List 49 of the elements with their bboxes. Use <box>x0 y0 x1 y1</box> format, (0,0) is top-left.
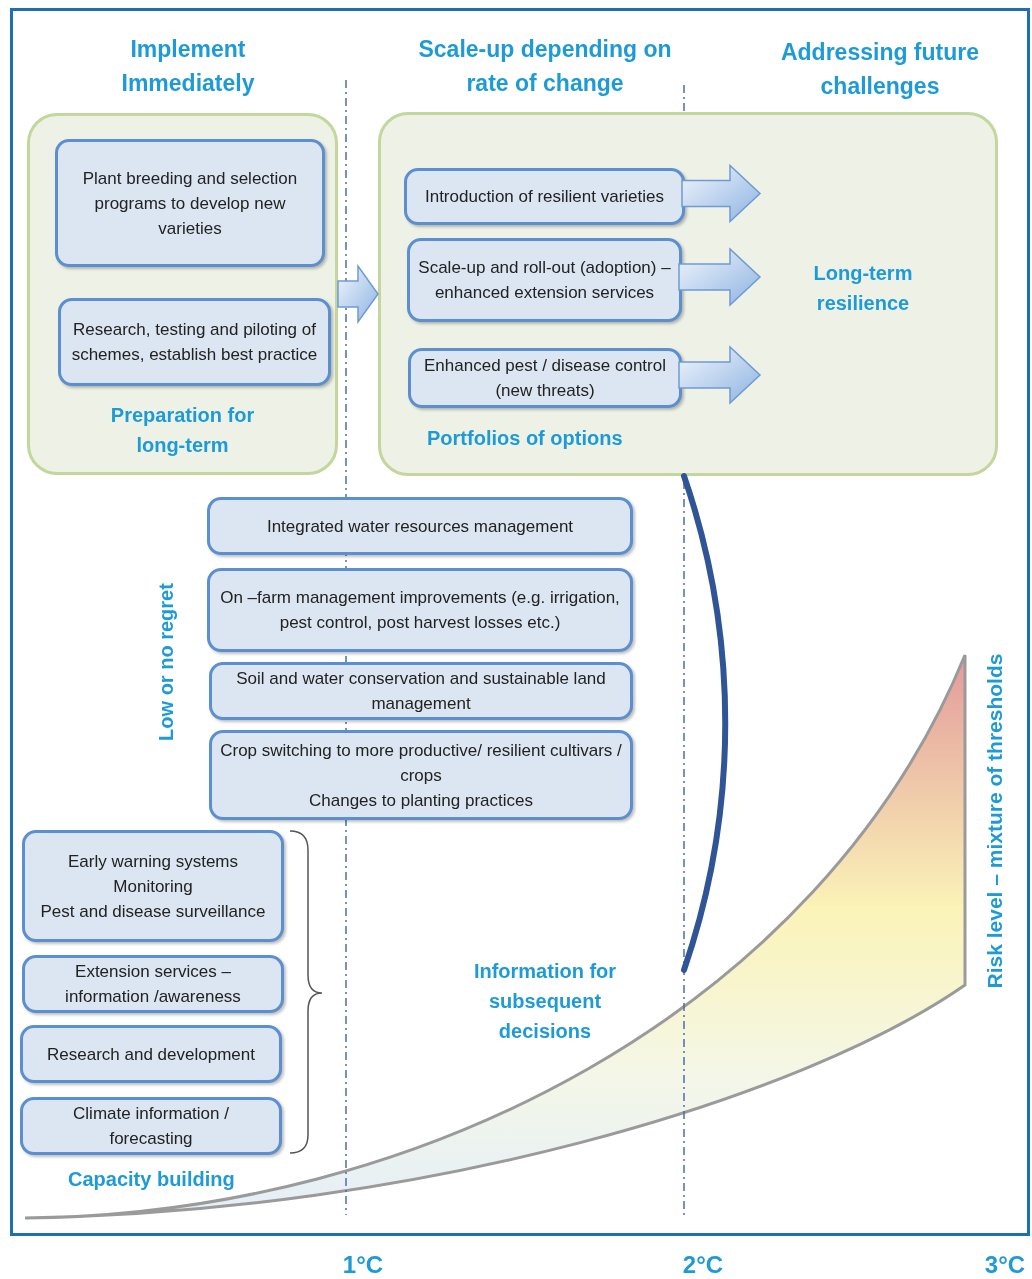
process-box <box>20 1097 282 1155</box>
process-box <box>58 298 331 386</box>
group-title: Portfolios of options <box>427 426 623 451</box>
process-box <box>22 955 284 1013</box>
process-box <box>408 348 682 408</box>
box-text: Early warning systems <box>67 850 239 873</box>
box-text: Crop switching to more productive/ resilient cultivars / crops <box>220 739 622 787</box>
axis-label: Low or no regret <box>154 582 178 743</box>
box-text: Integrated water resources management <box>266 515 574 538</box>
curved-connector <box>681 473 729 973</box>
block-arrow <box>678 247 762 307</box>
process-box <box>22 830 284 942</box>
box-text: Scale-up and roll-out (adoption) – enhanced extension services <box>418 257 671 304</box>
box-text: Soil and water conservation and sustainable land management <box>235 668 607 715</box>
box-text: Extension services – information /awareness <box>64 961 242 1008</box>
group-title: Preparation for long-term <box>109 403 256 458</box>
process-box <box>55 139 325 267</box>
box-text: Research and development <box>47 1043 255 1066</box>
column-heading: Addressing future challenges <box>779 38 981 101</box>
box-text: Research, testing and piloting of schemes, establish best practice <box>70 319 319 366</box>
text-label: Information for subsequent decisions <box>472 959 618 1044</box>
process-box <box>207 497 633 555</box>
box-text: On –farm management improvements (e.g. irrigation, pest control, post harvest losses etc.) <box>219 587 621 634</box>
text-label: Long-term resilience <box>812 261 914 316</box>
process-box <box>209 730 633 820</box>
box-text: Monitoring <box>113 875 193 898</box>
box-text: Pest and disease surveillance <box>40 900 266 923</box>
tick-label: 1°C <box>341 1250 385 1279</box>
block-arrow <box>337 263 379 325</box>
box-text: Plant breeding and selection programs to develop new varieties <box>81 167 299 240</box>
box-text: Enhanced pest / disease control (new threats) <box>423 355 667 402</box>
tick-label: 3°C <box>983 1250 1027 1279</box>
column-heading: Implement Immediately <box>120 35 256 98</box>
process-box <box>20 1025 282 1083</box>
box-text: Introduction of resilient varieties <box>424 186 665 208</box>
process-box <box>209 662 633 720</box>
box-text: Changes to planting practices <box>309 789 533 812</box>
group-label: Capacity building <box>68 1167 236 1192</box>
tick-label: 2°C <box>681 1250 725 1279</box>
group-panel <box>27 113 338 475</box>
group-panel <box>378 112 998 476</box>
block-arrow <box>678 345 762 405</box>
process-box <box>207 568 633 652</box>
block-arrow <box>681 163 762 224</box>
box-text: Climate information / forecasting <box>72 1103 230 1150</box>
process-box <box>404 168 685 225</box>
axis-label: Risk level – mixture of thresholds <box>982 652 1007 991</box>
column-heading: Scale-up depending on rate of change <box>417 35 673 98</box>
process-box <box>407 238 682 322</box>
